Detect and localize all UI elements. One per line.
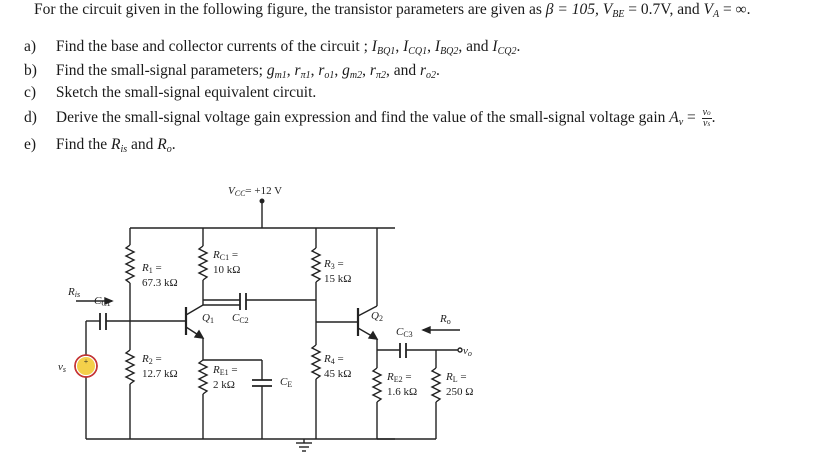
r2-value: 12.7 kΩ [142, 368, 178, 380]
re2-value: 1.6 kΩ [387, 386, 417, 398]
re1-value: 2 kΩ [213, 379, 235, 391]
r1-resistor [124, 244, 136, 284]
question-b: b) Find the small-signal parameters; gm1… [24, 62, 440, 81]
question-d: d) Derive the small-signal voltage gain … [24, 107, 716, 129]
va-value: = ∞. [722, 1, 751, 18]
ro-symbol: R [157, 136, 167, 153]
r2-resistor [124, 349, 136, 385]
question-e: e) Find the Ris and Ro. [24, 136, 176, 155]
rc1-label: RC1 = [212, 249, 238, 262]
icq2-sub: CQ2 [497, 46, 517, 57]
and-word: and [393, 62, 417, 79]
question-letter: c) [24, 84, 37, 101]
re1-resistor [197, 359, 209, 395]
re2-resistor [371, 367, 383, 403]
question-letter: a) [24, 38, 37, 55]
vbe-value: = 0.7V, and [628, 1, 700, 18]
va-symbol: V [703, 1, 713, 18]
rc1-value: 10 kΩ [213, 264, 240, 276]
ro-label: Ro [439, 313, 451, 326]
ce-label: CE [280, 376, 292, 389]
cc3-label: CC3 [396, 326, 413, 339]
question-letter: d) [24, 109, 37, 127]
r4-label: R4 = [323, 353, 344, 366]
r3-label: R3 = [323, 258, 344, 271]
icq1-sub: CQ1 [408, 46, 428, 57]
question-letter: b) [24, 62, 37, 79]
q1-label: Q1 [202, 312, 214, 325]
beta-value: β = 105, [545, 1, 599, 18]
vbe-symbol: V [602, 1, 613, 18]
r4-value: 45 kΩ [324, 368, 351, 380]
svg-text:+: + [84, 357, 89, 366]
gain-sub: v [678, 117, 684, 129]
question-text: Derive the small-signal voltage gain exp… [55, 109, 666, 127]
vo-label: vo [463, 345, 472, 358]
vbe-subscript: BE [612, 9, 625, 20]
and-word: and [131, 136, 154, 153]
gain-fraction: vo vs [701, 107, 712, 129]
ris-sub: is [120, 144, 128, 155]
and-word: and [466, 38, 489, 55]
question-letter: e) [24, 136, 37, 153]
r3-resistor [310, 247, 322, 283]
r4-resistor [310, 344, 322, 380]
question-text: Find the base and collector currents of … [55, 38, 368, 55]
ro-sub: o [166, 144, 172, 155]
ibq2-sub: BQ2 [440, 46, 459, 57]
ibq1-sub: BQ1 [376, 46, 396, 57]
vcc-label: VCC= +12 V [228, 185, 282, 198]
r3-value: 15 kΩ [324, 273, 351, 285]
cc1-label: CC1 [94, 295, 111, 308]
q2-label: Q2 [371, 310, 383, 323]
question-c: c) Sketch the small-signal equivalent ci… [24, 84, 316, 102]
rl-label: RL = [445, 371, 467, 384]
question-text: Sketch the small-signal equivalent circu… [55, 84, 317, 101]
problem-intro: For the circuit given in the following f… [34, 1, 750, 20]
ris-symbol: R [111, 136, 121, 153]
vs-label: vs [58, 361, 66, 374]
ris-label: Ris [67, 286, 80, 299]
question-text: Find the [55, 136, 108, 153]
re2-label: RE2 = [386, 371, 412, 384]
rl-resistor [430, 367, 442, 403]
r2-label: R2 = [141, 353, 162, 366]
rc1-resistor [197, 245, 209, 281]
rl-value: 250 Ω [446, 386, 473, 398]
intro-text: For the circuit given in the following f… [34, 1, 542, 18]
question-a: a) Find the base and collector currents … [24, 38, 521, 57]
r1-label: R1 = [141, 262, 162, 275]
question-text: Find the small-signal parameters; [55, 62, 263, 79]
gain-symbol: A [669, 109, 679, 127]
cc2-label: CC2 [232, 312, 249, 325]
r1-value: 67.3 kΩ [142, 277, 178, 289]
va-subscript: A [712, 9, 720, 20]
re1-label: RE1 = [212, 364, 238, 377]
